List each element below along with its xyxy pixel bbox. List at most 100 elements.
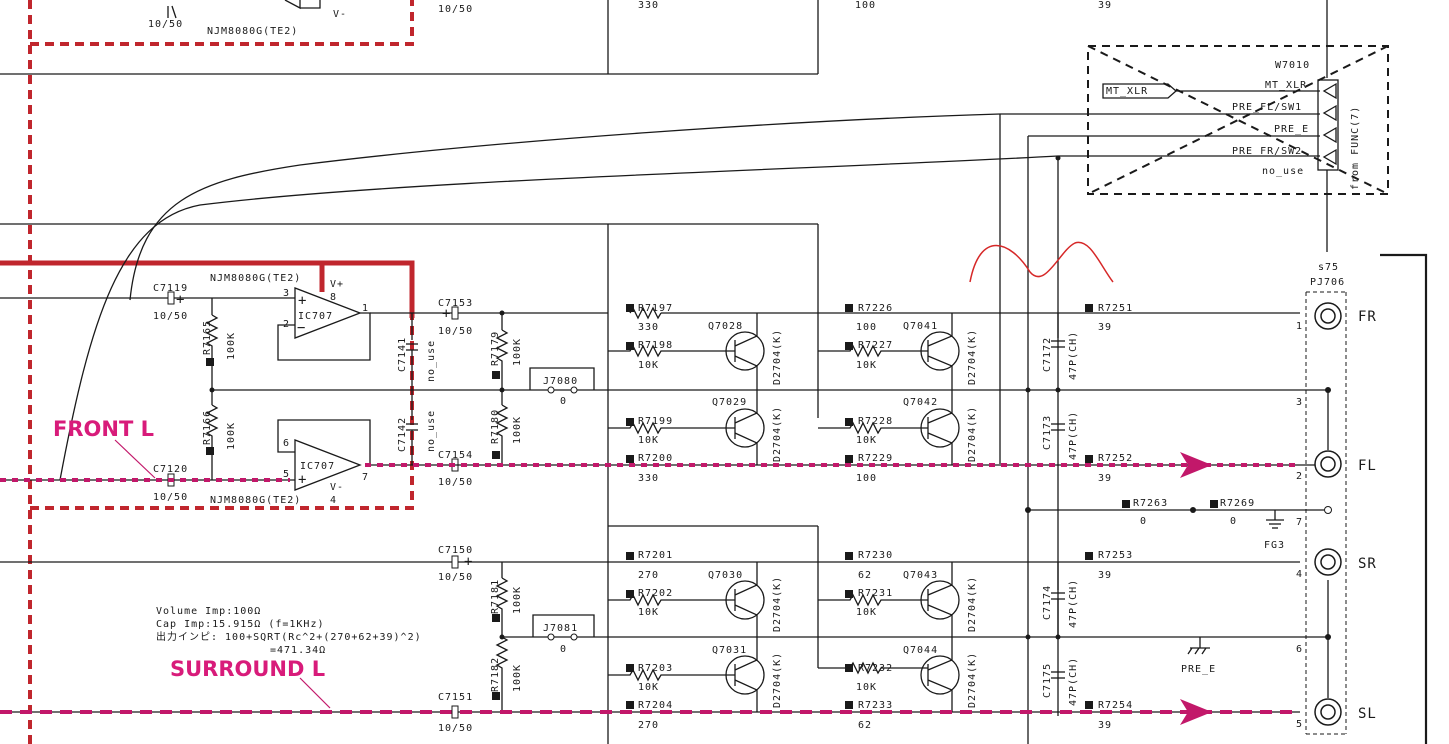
c7173-label: C7173 bbox=[1042, 415, 1053, 450]
lower-pin-4: 4 bbox=[330, 495, 337, 506]
upper-pin-8: 8 bbox=[330, 292, 337, 303]
j7081-value: 0 bbox=[560, 644, 567, 655]
ground-link-section: R7263 0 R7269 0 FG3 bbox=[1025, 498, 1332, 551]
r7227-label: R7227 bbox=[858, 340, 893, 351]
r7198-value: 10K bbox=[638, 360, 659, 371]
jack-sl-label: SL bbox=[1358, 706, 1377, 722]
q7042-part: D2704(K) bbox=[967, 406, 978, 462]
c7141-value: no_use bbox=[426, 340, 437, 382]
connector-pin-label-5: MT_XLR bbox=[1265, 80, 1307, 91]
c7142-label: C7142 bbox=[397, 417, 408, 452]
r7200-label: R7200 bbox=[638, 453, 673, 464]
jack-fl-label: FL bbox=[1358, 458, 1377, 474]
top-value-4: 100 bbox=[855, 0, 876, 11]
pre-e-ground-label: PRE_E bbox=[1181, 664, 1216, 675]
connector-pin-label-2: PRE_FR/SW2 bbox=[1232, 146, 1302, 157]
top-value-5: 39 bbox=[1098, 0, 1112, 11]
q7031-part: D2704(K) bbox=[772, 652, 783, 708]
jack-pin-4: 4 bbox=[1296, 569, 1303, 580]
q7028-label: Q7028 bbox=[708, 321, 743, 332]
top-value-3: 330 bbox=[638, 0, 659, 11]
c7172-label: C7172 bbox=[1042, 337, 1053, 372]
q7042-label: Q7042 bbox=[903, 397, 938, 408]
jack-ref: PJ706 bbox=[1310, 277, 1345, 288]
lower-opamp-section: R7166 100K + IC707 6 5 7 4 V- NJM8080G(T… bbox=[0, 390, 1328, 506]
jack-s-label: s75 bbox=[1318, 262, 1339, 273]
r7231-value: 10K bbox=[856, 607, 877, 618]
mt-xlr-tag: MT_XLR bbox=[1106, 86, 1148, 97]
q7031-label: Q7031 bbox=[712, 645, 747, 656]
output-jack-pj706: s75 PJ706 FR FL SR SL 1 3 2 7 4 6 5 bbox=[1296, 253, 1428, 744]
q7041-part: D2704(K) bbox=[967, 329, 978, 385]
r7269-label: R7269 bbox=[1220, 498, 1255, 509]
note-line-4: =471.34Ω bbox=[270, 645, 326, 656]
jack-pin-2: 2 bbox=[1296, 471, 1303, 482]
jack-pin-3: 3 bbox=[1296, 397, 1303, 408]
fr-fl-driver-stage: R7197 330 R7198 10K R7199 10K R7200 330 … bbox=[608, 303, 1331, 484]
q7044-label: Q7044 bbox=[903, 645, 938, 656]
r7253-label: R7253 bbox=[1098, 550, 1133, 561]
r7228-value: 10K bbox=[856, 435, 877, 446]
jack-fr-label: FR bbox=[1358, 309, 1377, 325]
r7166-label: R7166 bbox=[202, 410, 213, 445]
connector-from-label: from FUNC(7) bbox=[1350, 106, 1361, 190]
c7175-value: 47P(CH) bbox=[1068, 657, 1079, 706]
r7226-value: 100 bbox=[856, 322, 877, 333]
c7174-label: C7174 bbox=[1042, 585, 1053, 620]
note-line-3: 出力インピ: 100+SQRT(Rc^2+(270+62+39)^2) bbox=[156, 630, 422, 643]
upper-vplus: V+ bbox=[330, 279, 344, 290]
r7231-label: R7231 bbox=[858, 588, 893, 599]
r7166-value: 100K bbox=[226, 422, 237, 450]
j7080-label: J7080 bbox=[543, 376, 578, 387]
r7263-value: 0 bbox=[1140, 516, 1147, 527]
r7204-value: 270 bbox=[638, 720, 659, 731]
c7120-value: 10/50 bbox=[153, 492, 188, 503]
r7198-label: R7198 bbox=[638, 340, 673, 351]
r7180-value: 100K bbox=[512, 416, 523, 444]
fg3-label: FG3 bbox=[1264, 540, 1285, 551]
j7081-label: J7081 bbox=[543, 623, 578, 634]
r7228-label: R7228 bbox=[858, 416, 893, 427]
c7154-label: C7154 bbox=[438, 450, 473, 461]
jack-pin-6: 6 bbox=[1296, 644, 1303, 655]
r7201-label: R7201 bbox=[638, 550, 673, 561]
r7181-label: R7181 bbox=[490, 579, 501, 614]
c7141-label: C7141 bbox=[397, 337, 408, 372]
impedance-notes: Volume Imp:100Ω Cap Imp:15.915Ω (f=1KHz)… bbox=[156, 606, 422, 656]
r7202-label: R7202 bbox=[638, 588, 673, 599]
svg-text:+: + bbox=[464, 554, 473, 570]
c7151-value: 10/50 bbox=[438, 723, 473, 734]
q7041-label: Q7041 bbox=[903, 321, 938, 332]
c7120-label: C7120 bbox=[153, 464, 188, 475]
r7230-label: R7230 bbox=[858, 550, 893, 561]
r7233-label: R7233 bbox=[858, 700, 893, 711]
c7119-label: C7119 bbox=[153, 283, 188, 294]
c7153-label: C7153 bbox=[438, 298, 473, 309]
q7030-part: D2704(K) bbox=[772, 576, 783, 632]
c7174-value: 47P(CH) bbox=[1068, 579, 1079, 628]
jack-pin-5: 5 bbox=[1296, 719, 1303, 730]
q7029-part: D2704(K) bbox=[772, 406, 783, 462]
jack-pin-1: 1 bbox=[1296, 321, 1303, 332]
q7028-part: D2704(K) bbox=[772, 329, 783, 385]
c7142-value: no_use bbox=[426, 410, 437, 452]
lower-pin-7: 7 bbox=[362, 472, 369, 483]
r7182-value: 100K bbox=[512, 664, 523, 692]
r7227-value: 10K bbox=[856, 360, 877, 371]
surround-l-annotation: SURROUND L bbox=[170, 657, 325, 681]
c7173-value: 47P(CH) bbox=[1068, 411, 1079, 460]
r7179-value: 100K bbox=[512, 338, 523, 366]
r7197-label: R7197 bbox=[638, 303, 673, 314]
upper-pin-1: 1 bbox=[362, 303, 369, 314]
lower-opamp-part: NJM8080G(TE2) bbox=[210, 495, 301, 506]
r7233-value: 62 bbox=[858, 720, 872, 731]
c7154-value: 10/50 bbox=[438, 477, 473, 488]
r7179-label: R7179 bbox=[490, 331, 501, 366]
r7251-label: R7251 bbox=[1098, 303, 1133, 314]
r7226-label: R7226 bbox=[858, 303, 893, 314]
r7232-value: 10K bbox=[856, 682, 877, 693]
r7182-label: R7182 bbox=[490, 657, 501, 692]
c7119-value: 10/50 bbox=[153, 311, 188, 322]
svg-text:+: + bbox=[298, 293, 307, 309]
r7199-value: 10K bbox=[638, 435, 659, 446]
